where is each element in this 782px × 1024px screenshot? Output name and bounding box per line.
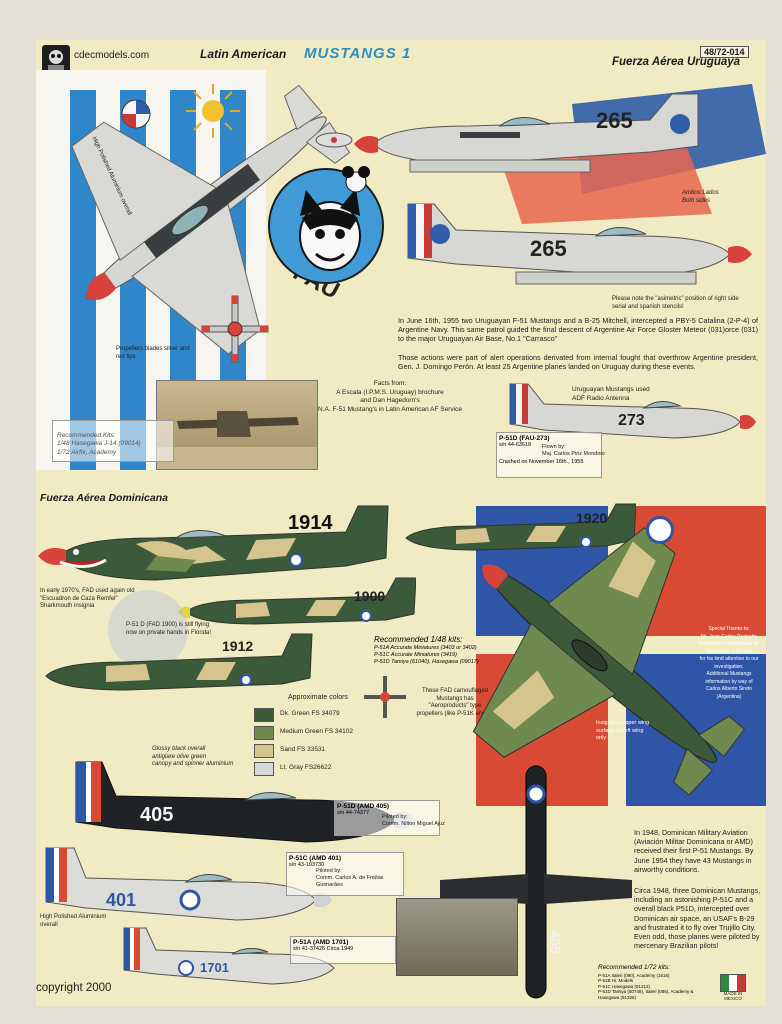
mexico-flag-icon [720,974,746,992]
uruguay-heading: Fuerza Aérea Uruguaya [612,56,741,68]
kits-note-uruguay: Recommended Kits: 1/48 Hasegawa J-14 (09… [52,420,174,462]
mustang-side-view-265-right [407,203,752,285]
series-title: MUSTANGS 1 [304,45,412,62]
dominican-roundel [646,516,674,544]
mustang-sharkmouth-1914 [38,505,389,581]
fau273-crashed: Crashed on November 16th., 1955 [499,459,584,465]
recommended-48-box: Recommended 1/48 kits: P-51A Accurate Mi… [374,635,524,666]
recommended-72-line: P-51A Italeri (090), Academy (1616) [598,972,670,978]
kits-note-text: Recommended Kits: 1/48 Hasegawa J-14 (09… [57,431,141,456]
drop-tank-icon [315,132,353,148]
color-swatch [254,708,274,722]
propeller-note: Propellers blades silver and red tips [116,346,190,360]
ambos-lados-note: Ambos Lados Both sides [682,190,719,204]
aeroproducts-note: These FAD camouflaged Mustangs has "Aero… [416,688,494,717]
amd405-info-box: P-51D (AMD 405) s/n 44-74377 [334,800,440,836]
propeller-icon [201,295,269,363]
dominican-history-1: In 1948, Dominican Military Aviation (Av… [634,828,754,874]
serial-1900: 1900 [354,588,386,604]
recommended-72-line: P-51D Tamiya (60749), Italeri (086), Aca… [598,989,694,1000]
amd401-piloted: Piloted by: Comm. Carlos A. de Freitas G… [316,868,384,888]
fad-patch-faded [108,590,188,670]
site-name: cdecmodels.com [74,50,150,61]
serial-405-bottom: 405 [547,930,564,954]
mustang-camo-1920 [405,503,636,551]
amd405-piloted: Piloted by: Comm. Nilton Miguel Ajuz [382,814,445,827]
mouse-cartoon-icon [342,166,370,193]
amd1701-info-box: P-51A (AMD 1701) s/n 41-37426 Circa 1949 [290,936,396,964]
mustang-top-view-fau [71,84,351,355]
series-name: Latin American [200,47,287,61]
colors-title: Approximate colors [288,694,348,701]
serial-265-top: 265 [596,108,633,133]
serial-1914: 1914 [288,512,333,534]
uruguay-story-2: Those actions were part of alert operati… [398,353,758,372]
recommended-48-title: Recommended 1/48 kits: [374,635,463,644]
cartoon-cat-icon [299,188,361,271]
historic-photo-uruguay [156,380,318,470]
amd401-info-box: P-51C (AMD 401) s/n 43-103730 [286,852,404,896]
thanks-note: Special Thanks to: Mr. Juan Carlos Prein… [698,626,760,700]
photo-mustang-icon [157,411,317,469]
color-label: Lt. Gray FS26622 [280,764,332,771]
recommended-48-line: P-51C Accurate Miniatures (3419) [374,651,457,658]
amd401-sn: s/n 43-103730 [289,862,325,868]
mustang-camo-1900 [178,577,416,625]
mustang-camo-1912 [45,633,313,691]
color-swatch [254,762,274,776]
amd405-title: P-51D (AMD 405) [337,803,390,810]
mustang-camo-top-view [472,527,745,796]
fad1900-note: P-51 D (FAD 1900) is still flying now on… [126,622,212,636]
mustang-side-view-273 [509,383,756,439]
fau273-sn: s/n 44-63618 [499,442,532,448]
serial-405: 405 [140,804,174,826]
historic-photo-dominican [396,898,518,976]
dominicana-heading: Fuerza Aérea Dominicana [40,492,168,504]
sun-of-may-icon [186,84,240,138]
aeroproducts-propeller-icon [364,676,406,718]
facts-source: Facts from: A Escala (I.P.M.S. Uruguay) … [318,380,462,413]
serial-1920: 1920 [576,510,608,526]
amd1701-sn: s/n 41-37426 Circa 1949 [293,946,354,952]
amd405-sn: s/n 44-74377 [337,810,370,816]
amd1701-title: P-51A (AMD 1701) [293,939,349,946]
recommended-72-line: P-51C Hasegawa (51312) [598,983,651,989]
upper-wing-note: Insignia in upper wing surface on left w… [596,720,650,741]
hpa-note-bottom: High Polished Aluminium overall [40,914,107,928]
asymmetric-note: Please note the "asimetric" position of … [612,296,739,310]
dominican-history-2: Circa 1948, three Dominican Mustangs, in… [634,886,761,951]
decal-instruction-sheet: cdecmodels.com Latin American MUSTANGS 1… [36,40,766,1006]
uruguay-story-1: In June 16th, 1955 two Uruguayan F-51 Mu… [398,316,758,344]
mustang-side-view-265-left [354,93,699,173]
color-swatch [254,744,274,758]
serial-1701: 1701 [200,960,229,975]
color-label: Dk. Green FS 34079 [280,710,340,717]
recommended-72-title: Recommended 1/72 kits: [598,964,670,971]
serial-265-side: 265 [530,236,567,261]
color-label: Medium Green FS 34102 [280,728,353,735]
fau273-info-box: P-51D (FAU-273) s/n 44-63618 Crashed on … [496,432,602,478]
radio-antenna-note: Uruguayan Mustangs used ADF Radio Antenn… [572,386,650,402]
serial-1912: 1912 [222,638,254,654]
mustang-aluminium-401 [45,847,332,921]
color-label: Sand FS 33531 [280,746,326,753]
fau273-title: P-51D (FAU-273) [499,435,550,442]
glossy-black-note: Glossy black overall antiglare olive gre… [152,746,234,767]
made-in-mexico: MADE IN MEXICO [723,991,743,1001]
copyright: copyright 2000 [36,982,112,994]
recommended-48-line: P-51D Tamiya (61040), Hasegawa (09017) [374,658,479,665]
fau273-flown: Flown by: Maj. Carlos Piriz Mondino [542,444,605,457]
serial-273: 273 [618,412,645,429]
sharkmouth-note: In early 1970's, FAD used again old "Esc… [40,588,135,609]
serial-401: 401 [106,890,137,910]
product-code: 48/72-014 [700,46,749,58]
amd401-title: P-51C (AMD 401) [289,855,342,862]
color-swatch [254,726,274,740]
owl-logo-icon [48,50,64,71]
recommended-72-box: Recommended 1/72 kits: P-51A Italeri (09… [598,964,710,1000]
mustang-aluminium-1701 [123,927,335,985]
recommended-48-line: P-51A Accurate Miniatures (3403 or 3402) [374,644,477,651]
mustang-black-top-view [440,765,632,999]
recommended-72-line: P-51B Hi. Models [598,978,634,983]
